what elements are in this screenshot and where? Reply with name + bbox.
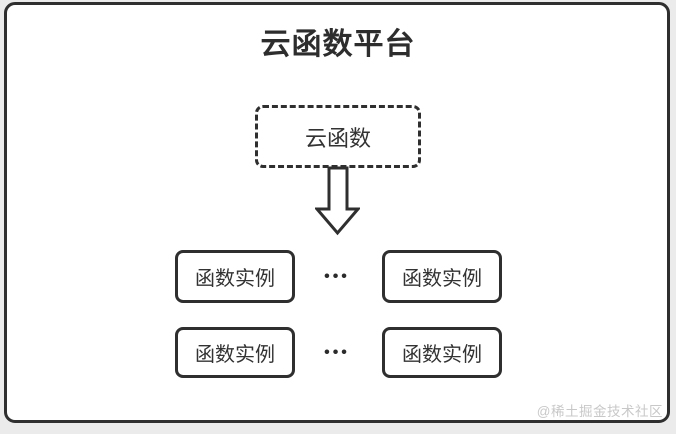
down-block-arrow-icon: [315, 166, 360, 236]
diagram-title: 云函数平台: [260, 28, 416, 61]
cloud-function-label: 云函数: [304, 125, 371, 151]
watermark: @稀土掘金技术社区: [536, 404, 663, 419]
function-instance-label: 函数实例: [195, 344, 275, 366]
ellipsis-row2: •••: [324, 344, 350, 361]
function-instance-label: 函数实例: [195, 268, 275, 290]
function-instance-node: 函数实例: [382, 327, 502, 378]
function-instance-node: 函数实例: [175, 250, 295, 303]
cloud-function-node: 云函数: [255, 105, 421, 168]
function-instance-node: 函数实例: [382, 250, 502, 303]
function-instance-node: 函数实例: [175, 327, 295, 378]
function-instance-label: 函数实例: [402, 268, 482, 290]
ellipsis-row1: •••: [324, 268, 350, 285]
function-instance-label: 函数实例: [402, 344, 482, 366]
